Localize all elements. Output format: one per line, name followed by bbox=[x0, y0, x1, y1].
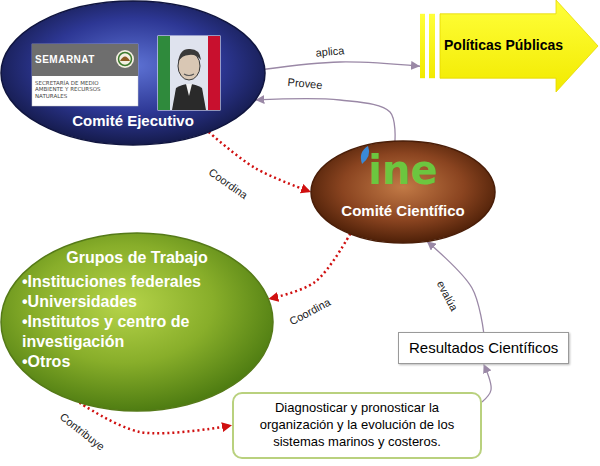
text-slot: Comité Ejecutivo bbox=[0, 112, 266, 129]
logo-subtext: SECRETARÍA DE MEDIO AMBIENTE Y RECURSOS … bbox=[35, 80, 113, 99]
edge-label: aplica bbox=[313, 44, 347, 60]
arrow-bar bbox=[420, 14, 425, 78]
arrow-banner: Políticas Públicas bbox=[420, 0, 600, 92]
list-item: •Otros bbox=[22, 352, 254, 372]
committee-ellipse: ineComité Científico bbox=[310, 140, 496, 244]
label-slot: Coordina bbox=[204, 165, 251, 204]
ellipse-outline bbox=[311, 141, 495, 243]
text-slot: Grupos de Trabajo bbox=[37, 248, 237, 268]
logo-text: ine bbox=[350, 150, 456, 190]
text-slot: SEMARNAT bbox=[35, 54, 115, 65]
text-slot: Políticas Públicas bbox=[444, 37, 594, 53]
edge-label: Provee bbox=[285, 76, 325, 93]
box-text: Diagnosticar y pronosticar la organizaci… bbox=[244, 400, 470, 451]
node-title: Políticas Públicas bbox=[444, 37, 594, 53]
edge-label: Contribuye bbox=[55, 409, 108, 455]
text-slot: •Institutos y centro de investigación bbox=[22, 312, 254, 352]
thin-arrow bbox=[265, 62, 420, 69]
list-item: •Institutos y centro de investigación bbox=[22, 312, 254, 352]
list-item: •Universidades bbox=[22, 292, 254, 312]
result-box: Resultados Científicos bbox=[398, 332, 569, 364]
node-title: Comité Científico bbox=[310, 202, 496, 219]
label-slot: Contribuye bbox=[55, 409, 108, 455]
label-slot: Provee bbox=[285, 76, 325, 93]
label-slot: aplica bbox=[313, 44, 347, 60]
logo-text: SEMARNAT bbox=[35, 54, 115, 65]
ellipse-outline bbox=[1, 1, 265, 145]
group-ellipse: Grupos de Trabajo •Instituciones federale… bbox=[0, 232, 274, 412]
label-slot: evalúa bbox=[433, 277, 462, 315]
dotted-arrow bbox=[268, 234, 350, 299]
arrow-body bbox=[440, 0, 598, 92]
goal-box: Diagnosticar y pronosticar la organizaci… bbox=[232, 392, 482, 459]
node-title: Grupos de Trabajo bbox=[37, 248, 237, 268]
text-slot: ine bbox=[350, 150, 456, 190]
arrow-bar bbox=[429, 14, 435, 78]
text-slot: •Otros bbox=[22, 352, 254, 372]
thin-arrow bbox=[427, 241, 484, 332]
edge-label: Coordina bbox=[285, 295, 334, 329]
edge-label: Coordina bbox=[204, 165, 251, 204]
ellipse-outline bbox=[1, 233, 273, 411]
committee-ellipse: SEMARNAT SECRETARÍA DE MEDIO AMBIENTE Y R… bbox=[0, 0, 266, 146]
label-slot: Coordina bbox=[285, 295, 334, 329]
list-item: •Instituciones federales bbox=[22, 272, 254, 292]
edge-label: evalúa bbox=[433, 277, 462, 315]
box-text: Resultados Científicos bbox=[409, 339, 558, 357]
text-slot: •Instituciones federales bbox=[22, 272, 254, 292]
node-title: Comité Ejecutivo bbox=[0, 112, 266, 129]
thin-arrow bbox=[255, 99, 395, 141]
text-slot: Comité Científico bbox=[310, 202, 496, 219]
thin-arrow bbox=[482, 364, 491, 402]
text-slot: •Universidades bbox=[22, 292, 254, 312]
text-slot: SECRETARÍA DE MEDIO AMBIENTE Y RECURSOS … bbox=[35, 80, 113, 99]
